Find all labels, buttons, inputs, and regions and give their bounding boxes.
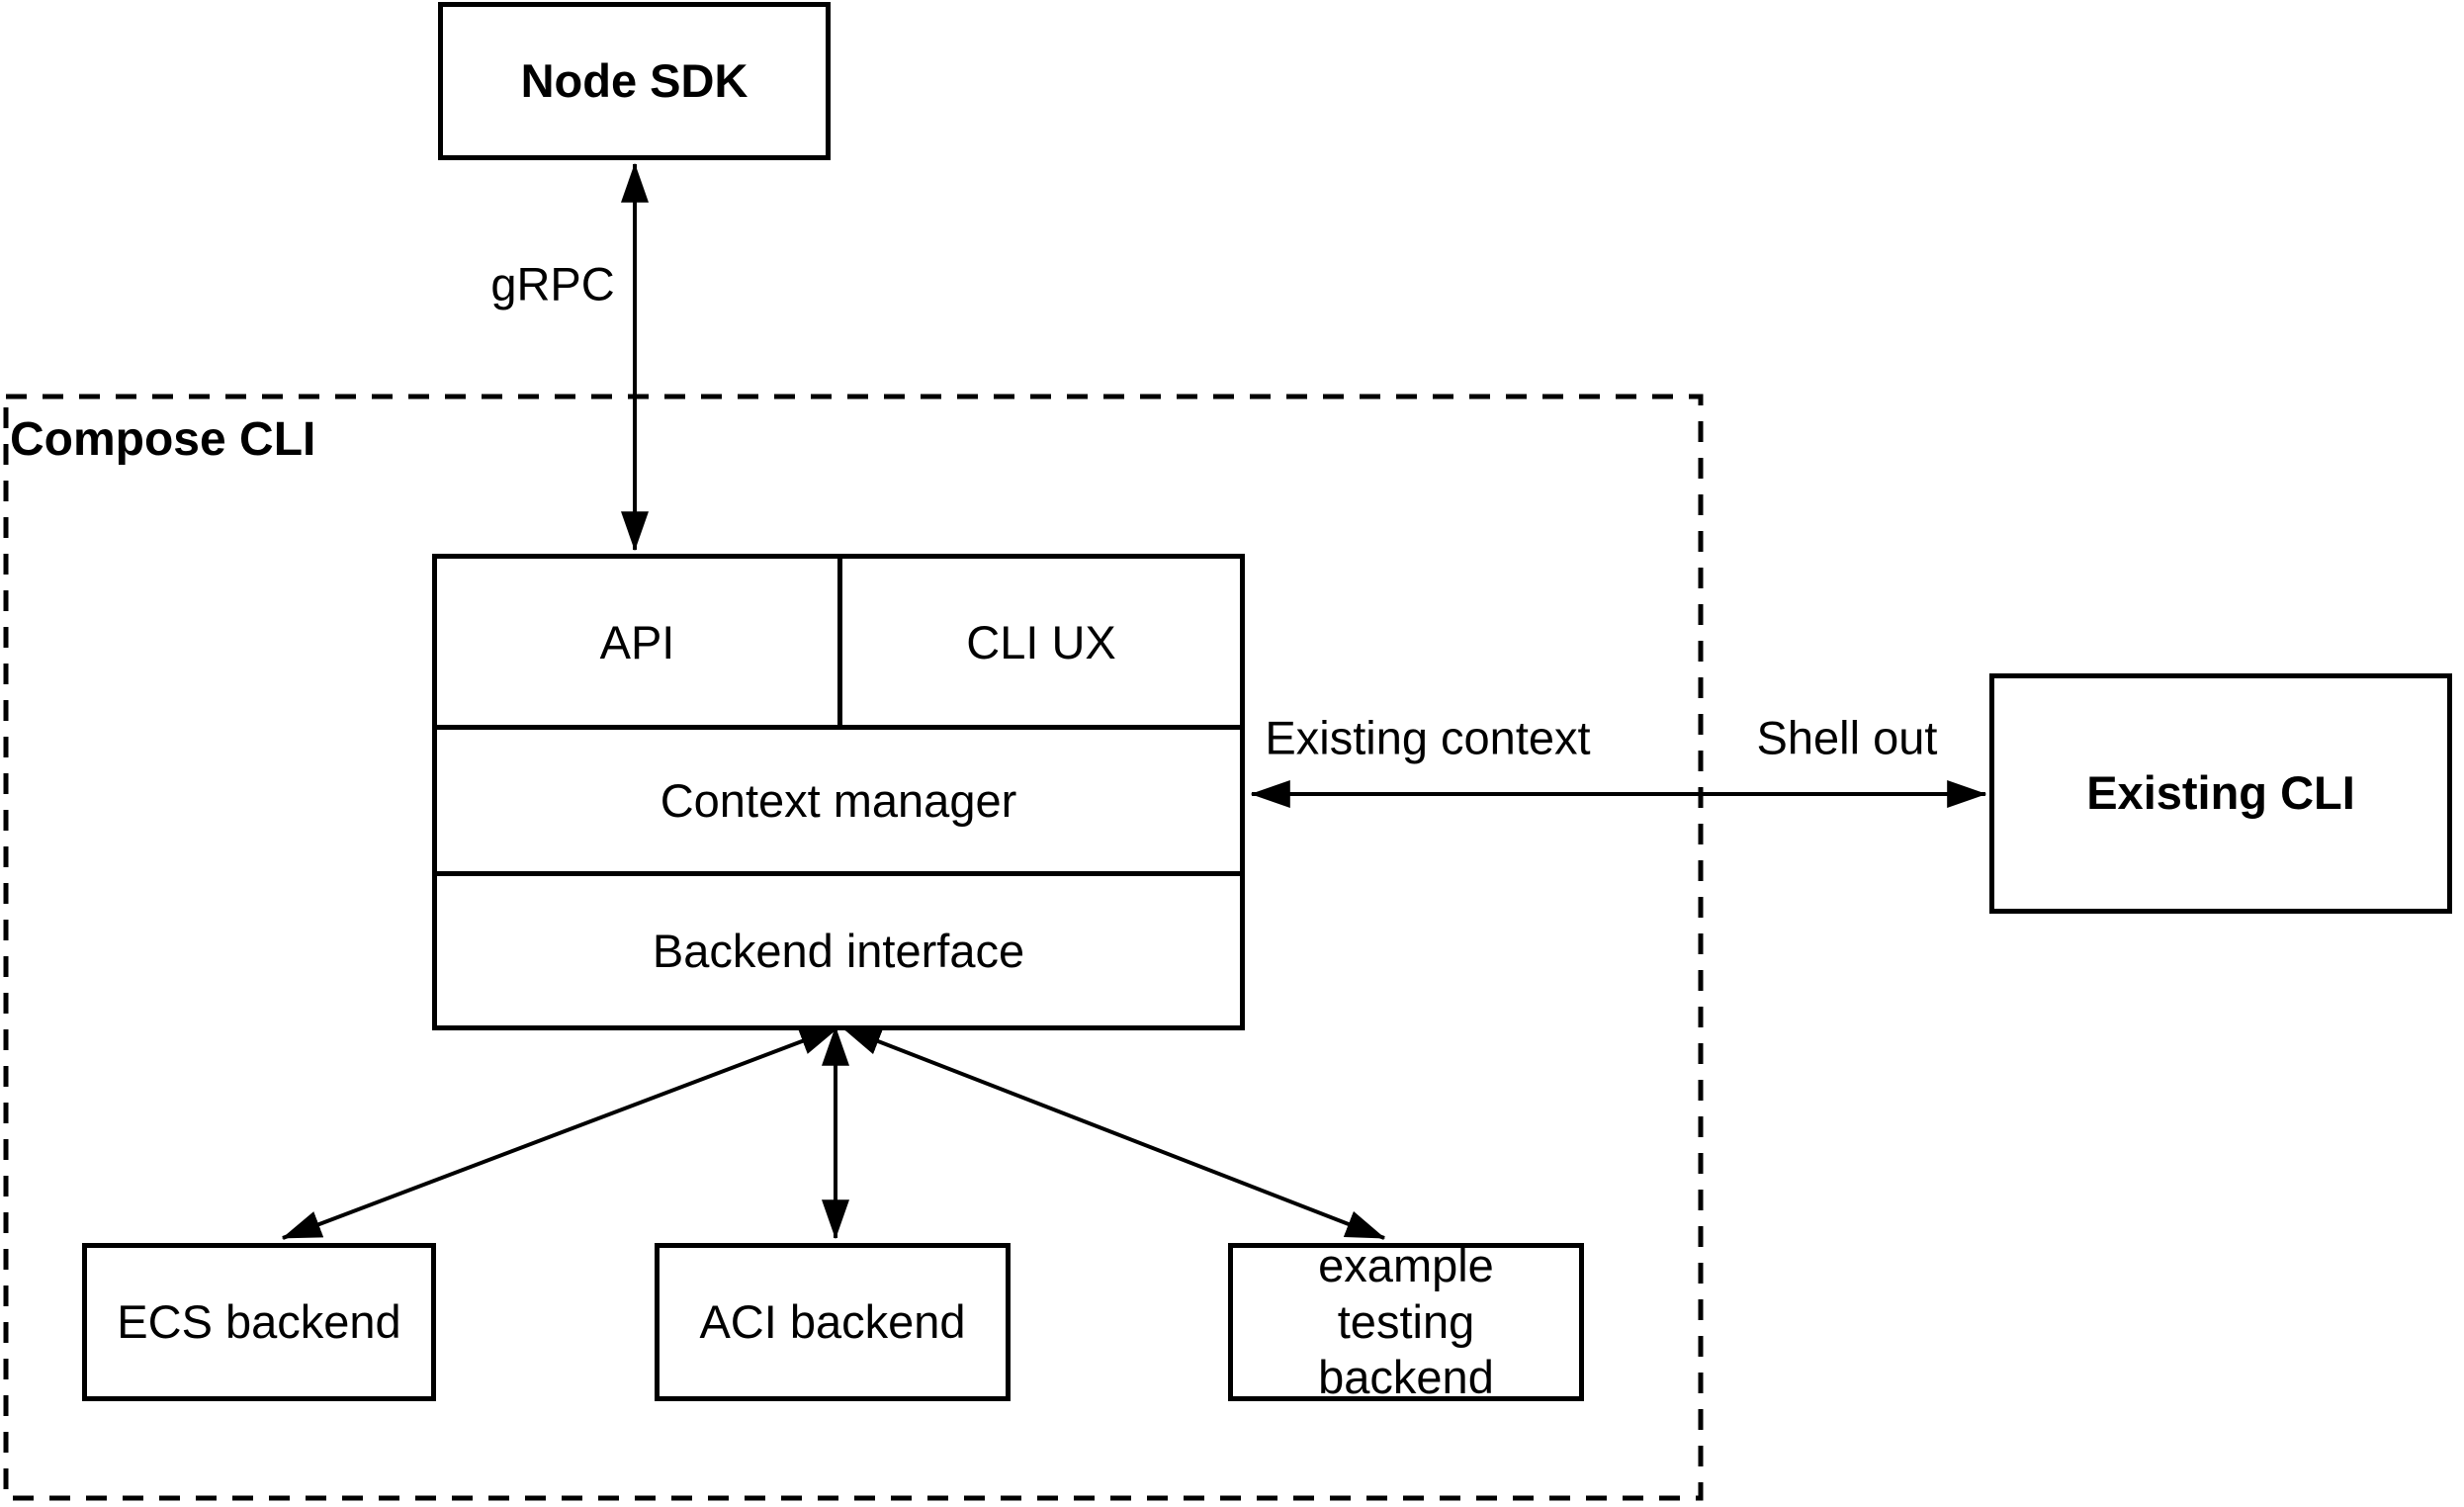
ecs-backend-label: ECS backend [117, 1294, 401, 1348]
backend-interface-cell: Backend interface [437, 876, 1240, 1025]
node-sdk-label: Node SDK [520, 53, 748, 107]
existing-cli-box: Existing CLI [1989, 673, 2452, 914]
grpc-label: gRPC [490, 257, 615, 310]
example-testing-backend-label: example testing backend [1318, 1239, 1494, 1404]
compose-cli-core-box: API CLI UX Context manager Backend inter… [432, 554, 1245, 1030]
cli-ux-cell: CLI UX [842, 559, 1240, 725]
node-sdk-box: Node SDK [438, 2, 831, 160]
api-cell: API [437, 559, 842, 725]
shell-out-label: Shell out [1756, 711, 1938, 764]
existing-context-label: Existing context [1265, 711, 1591, 764]
example-testing-backend-box: example testing backend [1228, 1239, 1584, 1403]
aci-backend-box: ACI backend [655, 1243, 1011, 1401]
backend-interface-label: Backend interface [652, 925, 1025, 977]
aci-backend-label: ACI backend [699, 1294, 966, 1348]
compose-cli-container-label: Compose CLI [10, 413, 316, 466]
api-label: API [599, 615, 675, 668]
context-manager-row: Context manager [437, 730, 1240, 876]
ecs-backend-box: ECS backend [82, 1243, 436, 1401]
api-cliux-row: API CLI UX [437, 559, 1240, 730]
context-manager-cell: Context manager [437, 730, 1240, 871]
backend-interface-row: Backend interface [437, 876, 1240, 1025]
context-manager-label: Context manager [660, 774, 1017, 827]
cli-ux-label: CLI UX [966, 615, 1116, 668]
example-testing-backend-arrow [840, 1025, 1386, 1240]
ecs-backend-arrow [281, 1025, 840, 1240]
existing-cli-label: Existing CLI [2086, 766, 2355, 820]
